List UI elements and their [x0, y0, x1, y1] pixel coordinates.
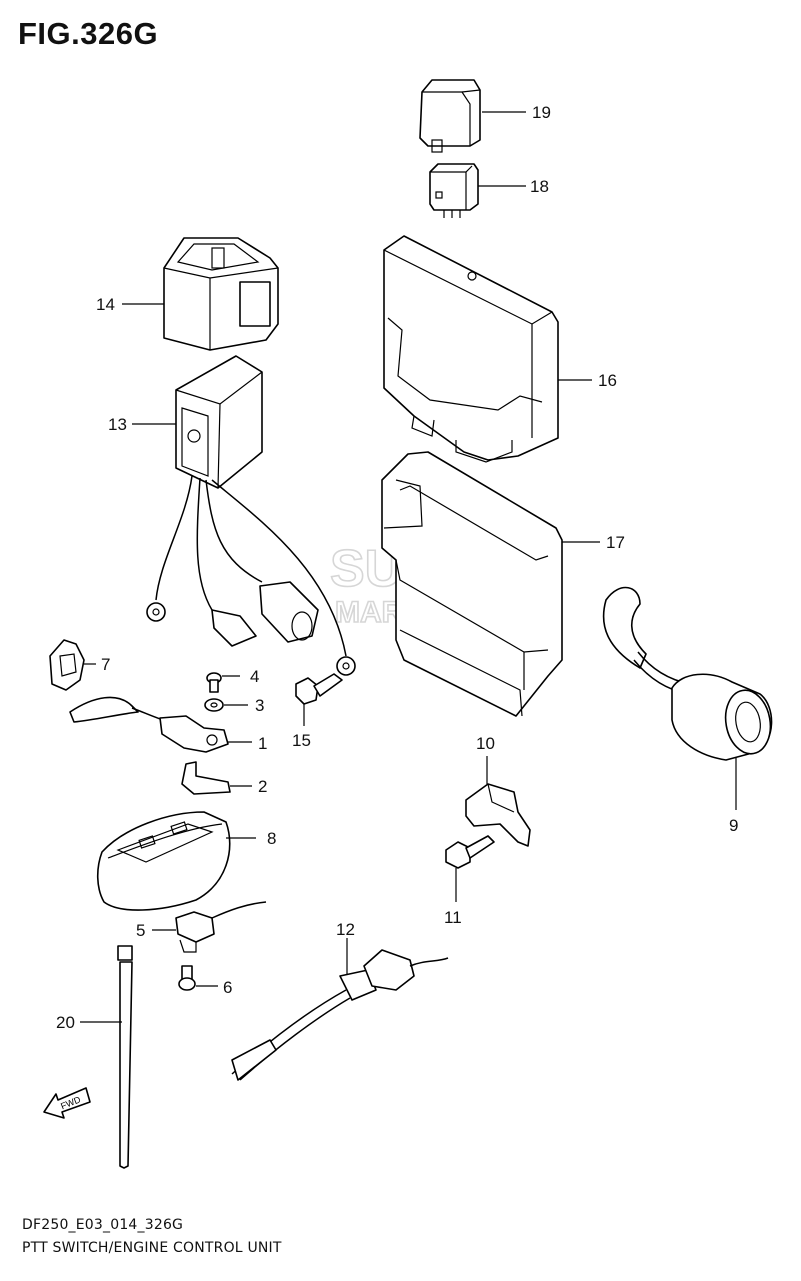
part-18-relay[interactable] — [429, 163, 526, 218]
part-6-screw[interactable] — [178, 965, 218, 991]
part-1-ptt-switch[interactable] — [69, 696, 252, 753]
callout-15: 15 — [292, 731, 311, 750]
part-2-clamp[interactable] — [181, 761, 252, 795]
callout-10: 10 — [476, 734, 495, 753]
figure-model-code: DF250_E03_014_326G — [22, 1217, 184, 1233]
callout-labels: 19 18 14 16 13 17 7 4 3 15 1 10 2 9 8 11… — [56, 103, 738, 1032]
callout-4: 4 — [250, 667, 259, 686]
callout-1: 1 — [258, 734, 267, 753]
part-14-boot[interactable] — [122, 237, 279, 351]
part-20-cable-tie[interactable] — [80, 945, 133, 1169]
callout-17: 17 — [606, 533, 625, 552]
figure-title: FIG.326G — [18, 16, 159, 51]
callout-19: 19 — [532, 103, 551, 122]
callout-7: 7 — [101, 655, 110, 674]
callout-14: 14 — [96, 295, 115, 314]
part-5-micro-switch[interactable] — [152, 901, 267, 953]
part-8-switch-panel[interactable] — [96, 811, 256, 911]
part-4-screw[interactable] — [206, 672, 240, 693]
fwd-arrow-icon: FWD — [43, 1087, 91, 1119]
part-11-bolt[interactable] — [445, 835, 495, 902]
part-15-bolt[interactable] — [295, 673, 343, 726]
part-17-ecu-holder[interactable] — [381, 451, 600, 717]
callout-13: 13 — [108, 415, 127, 434]
part-7-clip[interactable] — [49, 639, 96, 691]
part-19-relay-cover[interactable] — [419, 79, 526, 153]
part-13-harness-box[interactable] — [132, 355, 356, 676]
figure-name: PTT SWITCH/ENGINE CONTROL UNIT — [22, 1240, 282, 1256]
callout-3: 3 — [255, 696, 264, 715]
part-16-engine-control-unit[interactable] — [383, 235, 592, 463]
callout-20: 20 — [56, 1013, 75, 1032]
callout-16: 16 — [598, 371, 617, 390]
part-10-bracket[interactable] — [465, 756, 531, 847]
callout-2: 2 — [258, 777, 267, 796]
part-3-washer[interactable] — [204, 698, 248, 712]
callout-5: 5 — [136, 921, 145, 940]
callout-12: 12 — [336, 920, 355, 939]
callout-8: 8 — [267, 829, 276, 848]
callout-9: 9 — [729, 816, 738, 835]
callout-18: 18 — [530, 177, 549, 196]
callout-11: 11 — [444, 908, 462, 927]
part-9-switch-with-harness[interactable] — [602, 586, 776, 810]
callout-6: 6 — [223, 978, 232, 997]
part-12-switch-harness[interactable] — [231, 938, 449, 1081]
